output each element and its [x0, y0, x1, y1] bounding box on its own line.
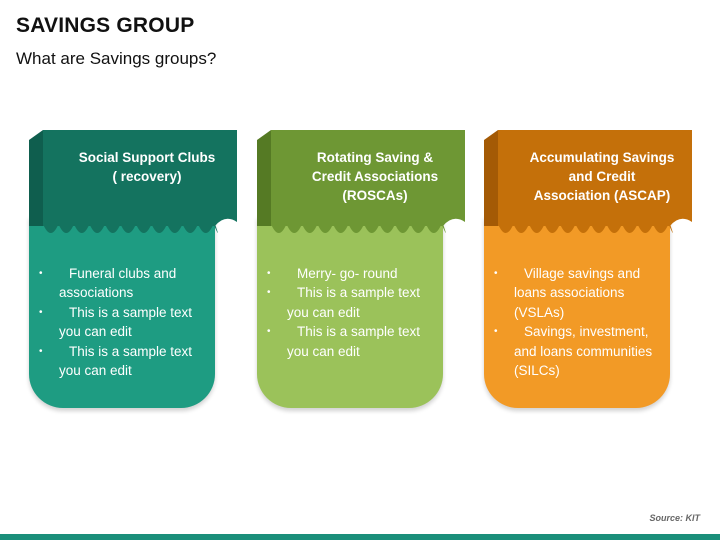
card-title-line: and Credit [568, 169, 636, 184]
list-item: •Merry- go- round [265, 264, 441, 283]
bullet-icon: • [267, 287, 271, 299]
card-title-line: Accumulating Savings [529, 150, 675, 165]
card-title-line: Social Support Clubs [78, 150, 216, 165]
bullet-list: •Funeral clubs and associations •This is… [37, 264, 213, 380]
bullet-icon: • [494, 326, 498, 338]
slide-subtitle: What are Savings groups? [16, 49, 217, 68]
card-title: Social Support Clubs ( recovery) [53, 148, 241, 186]
bullet-icon: • [267, 326, 271, 338]
card-title: Accumulating Savings and Credit Associat… [508, 148, 696, 205]
card-body [29, 216, 215, 408]
footer-bar [0, 534, 720, 540]
source-note: Source: KIT [649, 513, 700, 523]
bullet-icon: • [494, 268, 498, 279]
card-ascap: Accumulating Savings and Credit Associat… [484, 130, 720, 412]
list-item: •This is a sample text you can edit [267, 285, 421, 320]
bullet-icon: • [39, 345, 43, 357]
card-title-line: Rotating Saving & [316, 150, 434, 165]
card-body [484, 216, 670, 408]
slide-title: SAVINGS GROUP [16, 14, 195, 37]
bullet-icon: • [39, 306, 43, 318]
card-roscas: Rotating Saving & Credit Associations (R… [257, 130, 493, 412]
list-item: •Funeral clubs and associations [39, 266, 177, 301]
card-title: Rotating Saving & Credit Associations (R… [281, 148, 469, 205]
ribbon-banner: Rotating Saving & Credit Associations (R… [257, 130, 493, 250]
ribbon-banner: Social Support Clubs ( recovery) [29, 130, 265, 250]
list-item: •This is a sample text you can edit [39, 343, 193, 379]
bullet-icon: • [267, 268, 271, 279]
list-item: •Village savings and loans associations … [494, 266, 641, 320]
bullet-list: •Merry- go- round •This is a sample text… [265, 264, 441, 361]
list-item: •This is a sample text you can edit [267, 324, 421, 359]
card-title-line: (ROSCAs) [342, 188, 408, 203]
card-title-line: Credit Associations [311, 169, 439, 184]
list-item: •Savings, investment, and loans communit… [494, 324, 653, 379]
bullet-list: •Village savings and loans associations … [492, 264, 668, 380]
ribbon-banner: Accumulating Savings and Credit Associat… [484, 130, 720, 250]
card-body [257, 216, 443, 408]
bullet-icon: • [39, 268, 43, 279]
card-title-line: Association (ASCAP) [533, 188, 671, 203]
card-social-support-clubs: Social Support Clubs ( recovery) •Funera… [29, 130, 265, 412]
card-title-line: ( recovery) [112, 169, 182, 184]
list-item: •This is a sample text you can edit [39, 304, 193, 340]
